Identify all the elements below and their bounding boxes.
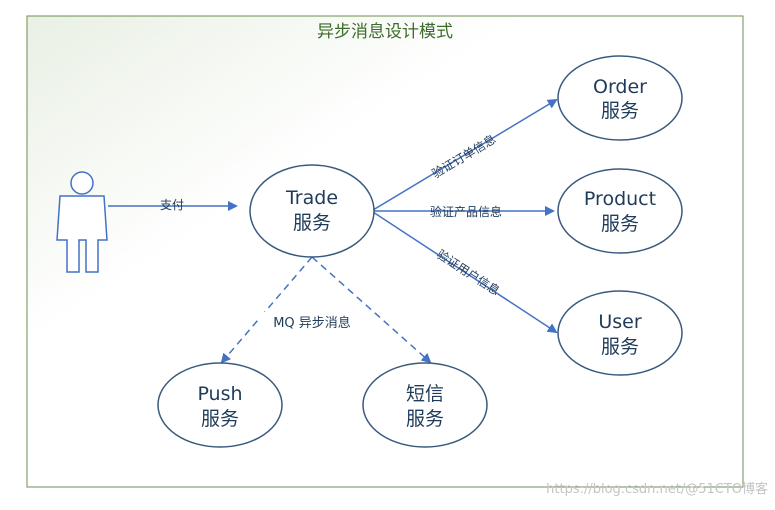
node-order-line2: 服务 [601, 100, 639, 122]
node-push-line1: Push [197, 383, 242, 405]
node-user-line2: 服务 [601, 336, 639, 358]
node-user-line1: User [598, 311, 641, 333]
mq-label: MQ 异步消息 [273, 315, 351, 331]
node-product: Product 服务 [557, 168, 683, 254]
node-sms: 短信 服务 [362, 362, 488, 448]
pay-label: 支付 [160, 198, 184, 212]
node-user: User 服务 [557, 290, 683, 376]
node-trade-line1: Trade [285, 187, 338, 209]
node-trade: Trade 服务 [249, 164, 375, 258]
node-trade-line2: 服务 [293, 212, 331, 234]
mq-arrow-to-sms [311, 256, 432, 364]
diagram-title: 异步消息设计模式 [317, 22, 453, 42]
node-sms-line1: 短信 [406, 383, 444, 405]
arrow-trade-to-order [372, 98, 558, 211]
node-order-line1: Order [593, 76, 647, 98]
node-push: Push 服务 [157, 362, 283, 448]
label-trade-to-product: 验证产品信息 [430, 204, 502, 219]
arrow-trade-to-user [372, 211, 558, 334]
node-sms-line2: 服务 [406, 408, 444, 430]
user-actor-icon [56, 171, 108, 273]
node-product-line1: Product [584, 188, 656, 210]
watermark: https://blog.csdn.net/@51CTO博客 [546, 481, 768, 497]
node-order: Order 服务 [557, 55, 683, 141]
mq-label-bg [260, 312, 364, 332]
node-product-line2: 服务 [601, 213, 639, 235]
node-push-line2: 服务 [201, 408, 239, 430]
